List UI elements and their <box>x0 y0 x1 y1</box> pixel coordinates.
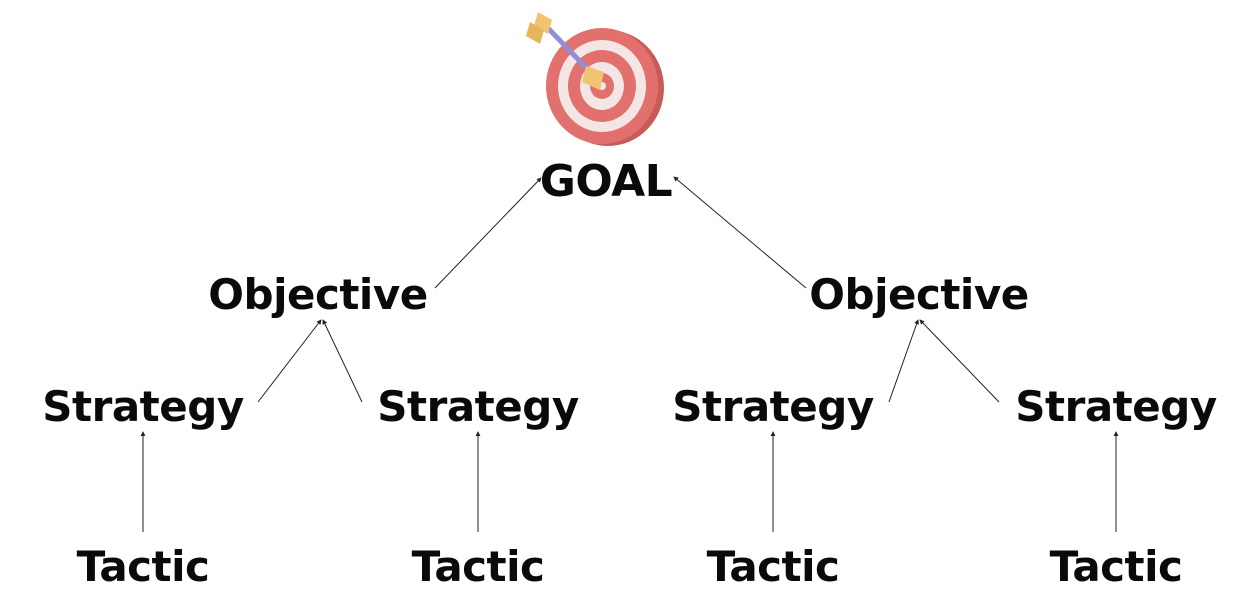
objective-label-1: Objective <box>208 270 428 319</box>
edge-strategy-3-objective-2 <box>888 319 919 403</box>
strategy-label-4: Strategy <box>1015 382 1217 431</box>
edge-objective-1-goal <box>434 177 542 289</box>
strategy-label-3: Strategy <box>672 382 874 431</box>
tactic-label-4: Tactic <box>1049 542 1183 591</box>
target-dart-icon <box>526 12 664 146</box>
edge-strategy-4-objective-2 <box>919 319 1000 403</box>
tactic-label-3: Tactic <box>706 542 840 591</box>
tactic-label-1: Tactic <box>76 542 210 591</box>
tactic-label-2: Tactic <box>411 542 545 591</box>
strategy-label-1: Strategy <box>42 382 244 431</box>
objective-label-2: Objective <box>809 270 1029 319</box>
edge-strategy-1-objective-1 <box>257 319 322 403</box>
goal-label: GOAL <box>539 156 673 207</box>
edge-objective-2-goal <box>673 176 807 289</box>
edge-strategy-2-objective-1 <box>322 319 363 403</box>
strategy-label-2: Strategy <box>377 382 579 431</box>
